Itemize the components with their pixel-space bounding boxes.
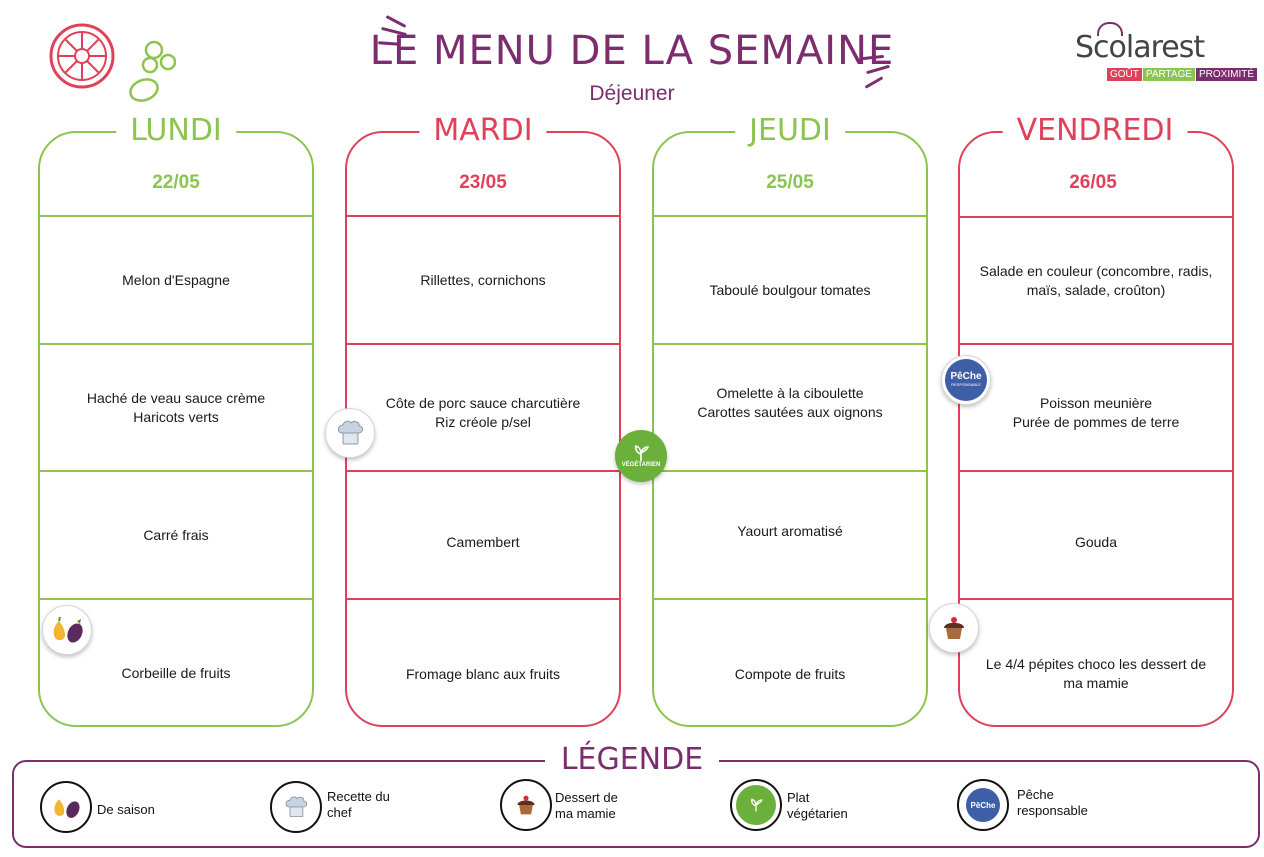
peche-sublabel: RESPONSABLE [951, 382, 981, 387]
menu-item-text: Fromage blanc aux fruits [405, 665, 561, 682]
menu-entree: Melon d'Espagne [46, 217, 306, 343]
menu-item-text: Le 4/4 pépites choco les dessert de [985, 656, 1207, 672]
menu-item-text: Carottes sautées aux oignons [697, 404, 883, 420]
tomato-decoration-icon [46, 18, 177, 113]
day-date-jeudi: 25/05 [766, 172, 814, 193]
legend-chef-icon [270, 781, 322, 833]
menu-fromage: Carré frais [46, 472, 306, 598]
menu-item-text: Taboulé boulgour tomates [709, 281, 871, 298]
menu-item-text: Omelette à la ciboulette [716, 385, 864, 401]
day-name-mardi: MARDI [419, 113, 547, 149]
season-badge [42, 605, 92, 655]
legend-peche-icon: PêChe [957, 779, 1009, 831]
menu-entree: Taboulé boulgour tomates [660, 227, 920, 353]
page-title: LE MENU DE LA SEMAINE [369, 28, 895, 74]
brand-tagline-3: PROXIMITÉ [1196, 68, 1258, 81]
brand-name: Scolarest [1075, 30, 1205, 65]
legend-season-icon [40, 781, 92, 833]
fish-icon: PêChe RESPONSABLE [945, 359, 987, 401]
menu-fromage: Yaourt aromatisé [660, 470, 920, 592]
menu-item-text: Corbeille de fruits [121, 664, 231, 681]
menu-item-text: Camembert [446, 533, 520, 550]
day-date-mardi: 23/05 [459, 172, 507, 193]
menu-item-text: Poisson meunière [1039, 395, 1153, 411]
day-name-lundi: LUNDI [116, 113, 236, 149]
menu-dessert: Corbeille de fruits [46, 610, 306, 736]
cupcake-icon [517, 795, 535, 815]
vegetarian-label: VÉGÉTARIEN [621, 462, 661, 468]
fruit-vegetable-icon [54, 799, 80, 818]
menu-item-text: Compote de fruits [734, 665, 846, 682]
menu-item-text: Yaourt aromatisé [737, 522, 843, 539]
menu-item-text: Melon d'Espagne [122, 271, 230, 288]
menu-item-text: Riz créole p/sel [435, 414, 531, 430]
brand-logo: Scolarest GOÛT PARTAGE PROXIMITÉ [1075, 22, 1258, 82]
chef-hat-icon [285, 796, 308, 817]
chef-hat-logo-icon [1097, 22, 1123, 36]
peche-badge: PêChe RESPONSABLE [941, 355, 991, 405]
menu-item-text: Haricots verts [133, 408, 219, 425]
menu-dessert: Compote de fruits [660, 610, 920, 738]
peche-label: PêChe [950, 371, 982, 382]
fruit-vegetable-icon [53, 616, 83, 643]
peche-label: PêChe [970, 800, 996, 810]
day-name-jeudi: JEUDI [735, 113, 845, 149]
menu-item-text: maïs, salade, croûton) [1026, 282, 1166, 298]
day-date-lundi: 22/05 [152, 172, 200, 193]
menu-fromage: Camembert [353, 472, 613, 612]
menu-item-text: ma mamie [1063, 675, 1129, 691]
vegetarian-icon [634, 444, 650, 461]
brand-tagline-2: PARTAGE [1142, 68, 1196, 81]
day-date-vendredi: 26/05 [1069, 172, 1117, 193]
vegetarian-badge: VÉGÉTARIEN [615, 430, 667, 482]
brand-tagline-1: GOÛT [1107, 68, 1142, 81]
chef-hat-icon [337, 420, 364, 445]
legend-vegetarian-icon [730, 779, 782, 831]
menu-fromage: Gouda [966, 479, 1226, 605]
menu-item-text: Carré frais [143, 526, 209, 543]
menu-item-text: Côte de porc sauce charcutière [385, 395, 581, 411]
menu-dessert: Fromage blanc aux fruits [353, 610, 613, 738]
legend-title: LÉGENDE [544, 742, 720, 777]
menu-item-text: Gouda [1074, 533, 1118, 550]
menu-item-text: Haché de veau sauce crème [86, 389, 266, 406]
legend-dessert-icon [500, 779, 552, 831]
grandma-dessert-badge [929, 603, 979, 653]
chef-badge [325, 408, 375, 458]
cupcake-icon [944, 617, 964, 639]
menu-item-text: Salade en couleur (concombre, radis, [979, 263, 1213, 279]
menu-entree: Salade en couleur (concombre, radis, maïs… [966, 218, 1226, 344]
menu-item-text: Rillettes, cornichons [420, 271, 546, 288]
day-name-vendredi: VENDREDI [1002, 113, 1188, 149]
menu-item-text: Purée de pommes de terre [1012, 414, 1180, 430]
menu-entree: Rillettes, cornichons [353, 217, 613, 343]
legend-season-label: De saison [97, 802, 155, 817]
vegetarian-icon [736, 785, 776, 825]
page-subtitle: Déjeuner [589, 82, 675, 105]
menu-dessert: Le 4/4 pépites choco les dessert de ma ma… [966, 610, 1226, 738]
fish-icon: PêChe [966, 788, 1000, 822]
